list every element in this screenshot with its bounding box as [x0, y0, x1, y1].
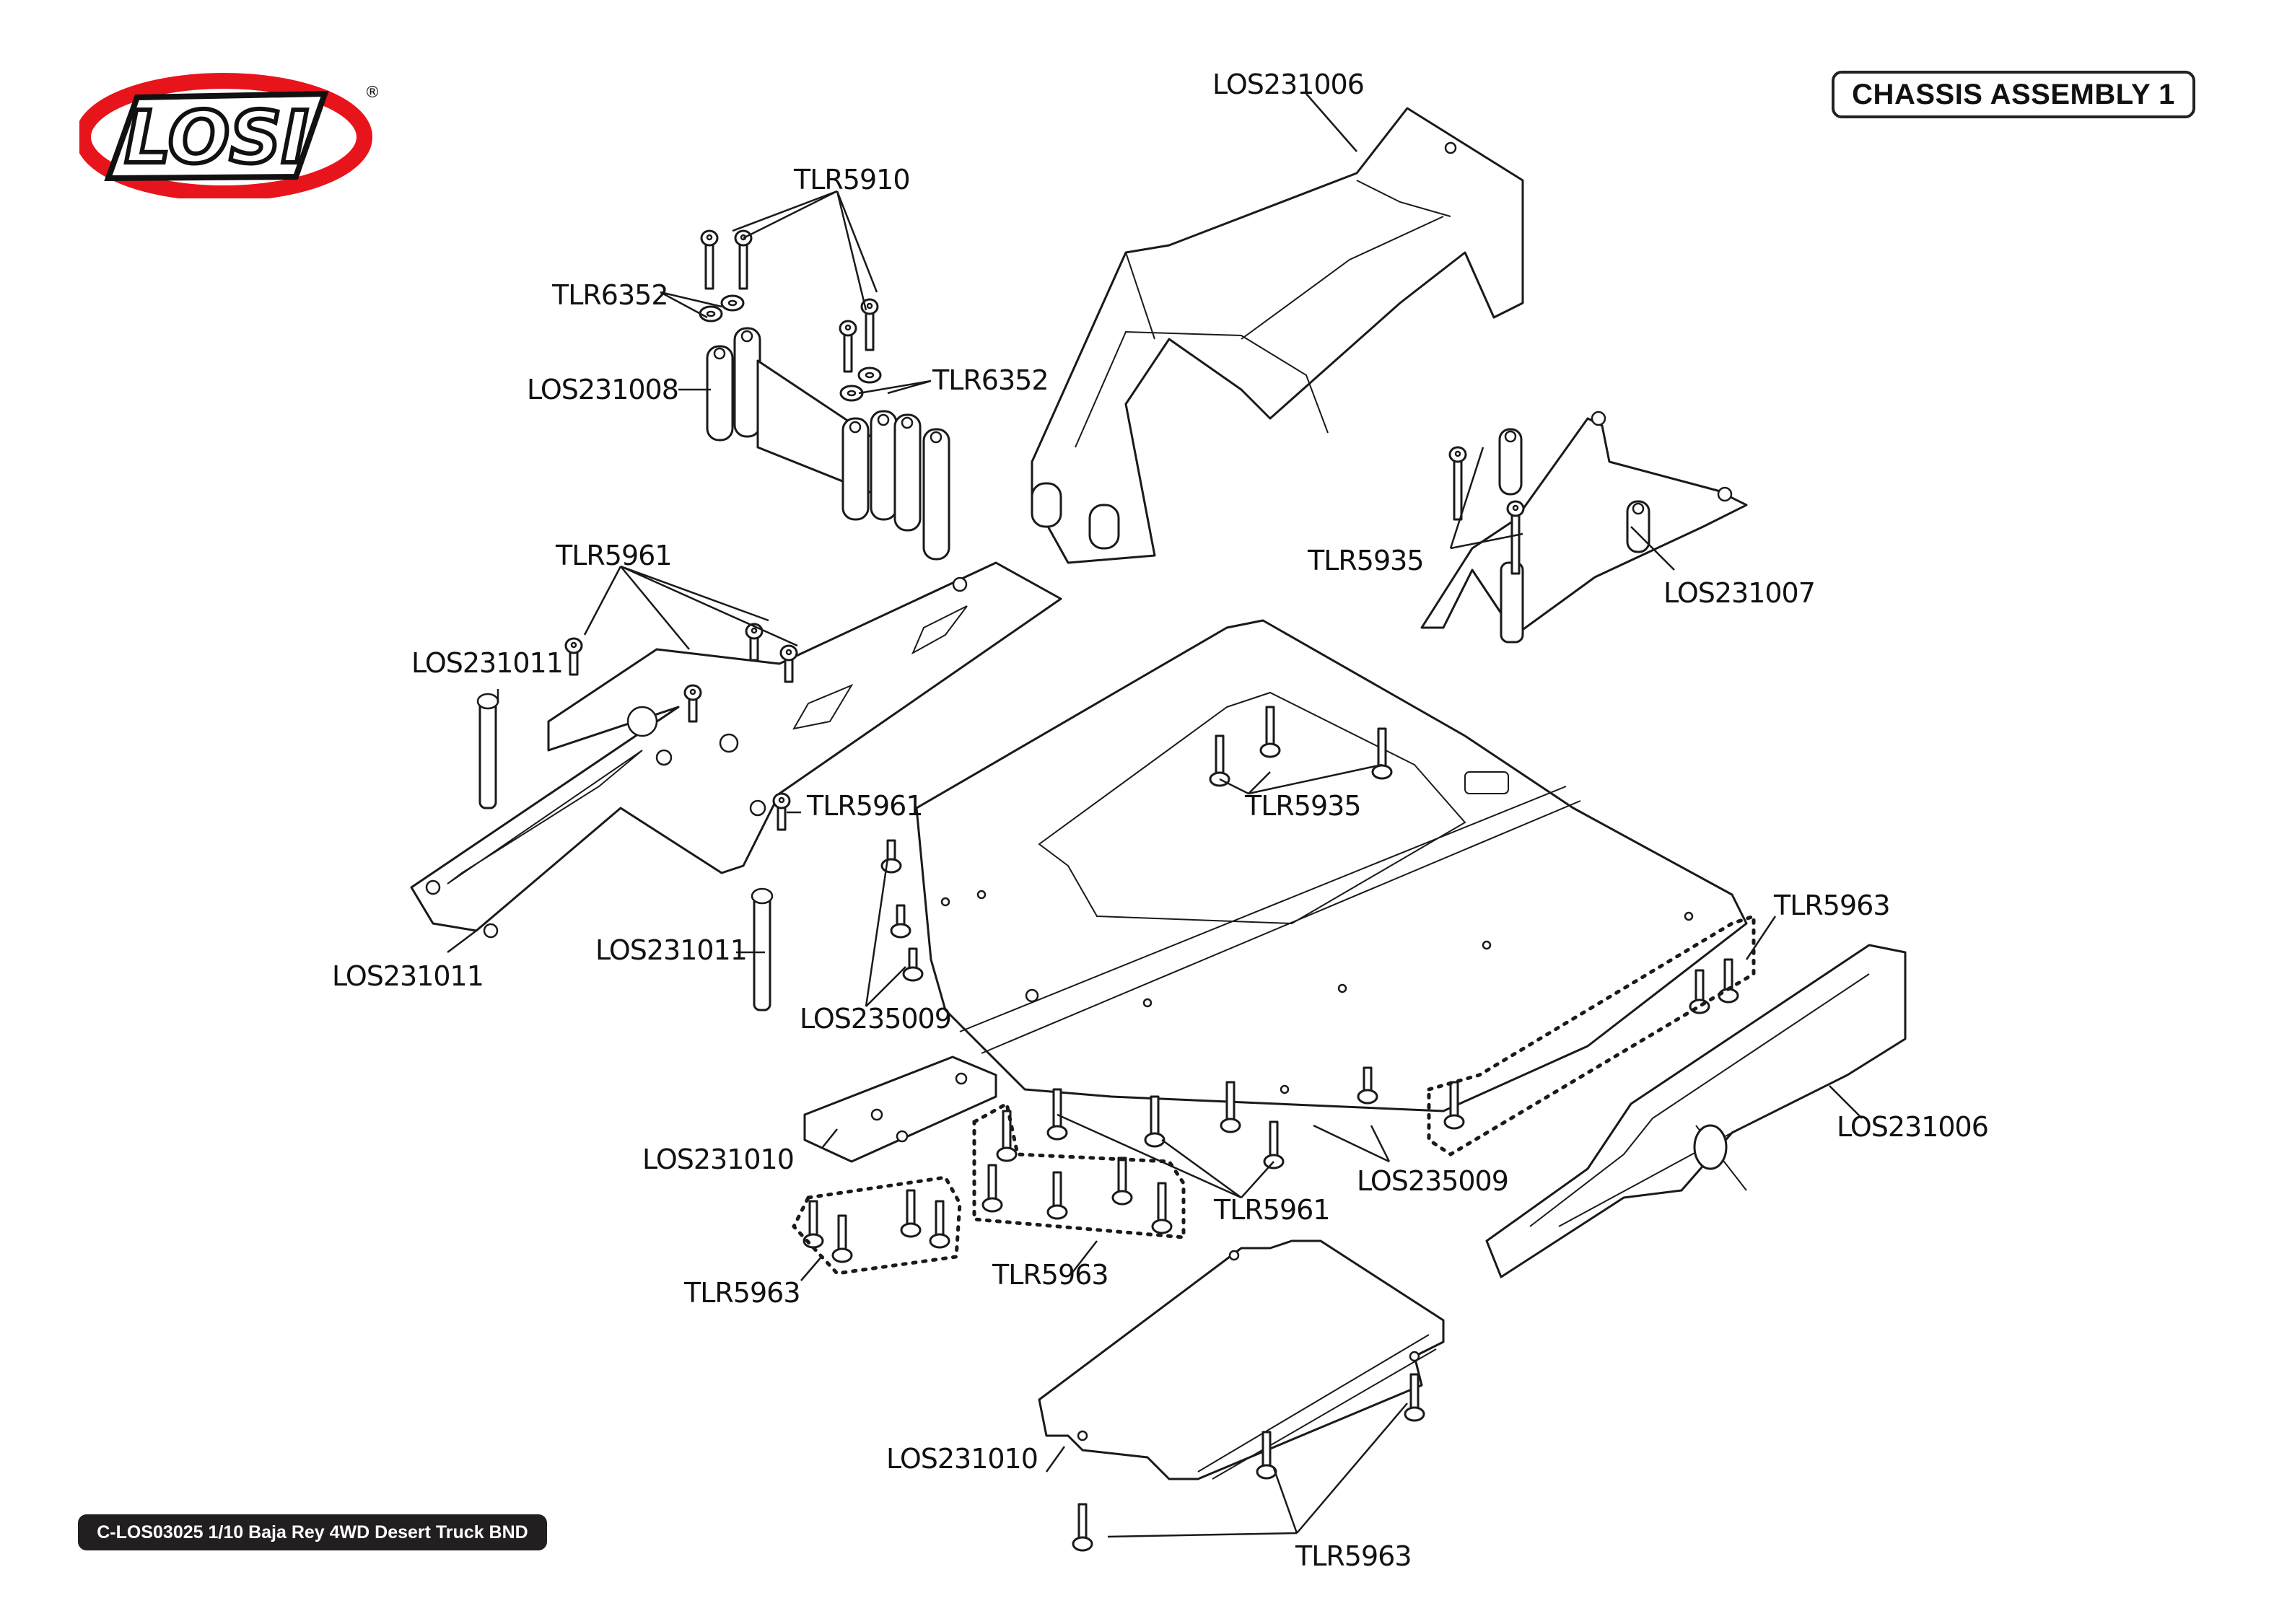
part-los231011-post-right[interactable]: [751, 887, 774, 1011]
callout-labels: LOS231006 TLR5910 TLR6352 TLR6352 LOS231…: [332, 69, 1989, 1572]
screw-tlr5963: [831, 1214, 853, 1263]
callout-tlr5910: TLR5910: [793, 164, 910, 196]
screw-tlr5961: [1144, 1095, 1166, 1148]
screw-tlr5961: [772, 792, 791, 831]
callout-los231007: LOS231007: [1663, 577, 1815, 609]
washer-tlr6352: [720, 294, 745, 312]
group-outline-los235009: [1427, 913, 1756, 1156]
callout-tlr5963-right: TLR5963: [1773, 890, 1890, 921]
callout-tlr5961-mid: TLR5961: [806, 790, 923, 822]
screw-tlr5963: [900, 1189, 922, 1238]
screw-tlr5935: [1259, 706, 1281, 758]
screw-group: [564, 229, 1739, 1552]
screw-los235009: [902, 947, 924, 982]
screw-tlr5963: [1151, 1182, 1173, 1234]
screw-los235009: [880, 839, 902, 874]
screw-tlr5910: [839, 320, 857, 373]
callout-los231011-plate: LOS231011: [332, 960, 484, 992]
screw-tlr5910: [860, 298, 879, 351]
part-los231008-post-mount[interactable]: [706, 327, 950, 561]
losi-logo: LOSI ®: [75, 69, 382, 201]
logo-ring: [75, 73, 372, 201]
callout-los231011-post: LOS231011: [411, 647, 563, 679]
part-los231006-upper-brace[interactable]: [1031, 107, 1524, 564]
screw-tlr5961: [564, 637, 583, 676]
part-los231010-battery-tray[interactable]: [1038, 1239, 1445, 1480]
callout-tlr5961-lower: TLR5961: [1213, 1194, 1330, 1226]
screw-tlr5935: [1506, 500, 1525, 575]
screw-tlr5963: [1718, 958, 1739, 1004]
callout-los231006-top: LOS231006: [1212, 69, 1364, 100]
group-outline-tlr5963-center: [972, 1101, 1186, 1239]
logo-plate: [104, 90, 329, 182]
callout-tlr5963-center: TLR5963: [992, 1259, 1108, 1291]
callout-los231008: LOS231008: [527, 374, 678, 405]
screw-tlr5961: [1220, 1081, 1241, 1133]
screw-tlr5935: [1448, 446, 1467, 521]
part-main-chassis-plate[interactable]: [915, 619, 1748, 1112]
part-los231011-brace-plate[interactable]: [410, 561, 1062, 939]
callout-los231010-skid: LOS231010: [642, 1144, 794, 1175]
screw-los235009: [890, 904, 911, 939]
screw-tlr5910: [700, 229, 719, 290]
part-los231006-side-rail[interactable]: [1485, 944, 1907, 1278]
registered-mark: ®: [364, 84, 380, 102]
callout-los231006-rail: LOS231006: [1837, 1111, 1988, 1143]
model-footer-label: C-LOS03025 1/10 Baja Rey 4WD Desert Truc…: [97, 1522, 528, 1542]
screw-tlr5963: [1443, 1081, 1465, 1130]
washer-tlr6352: [699, 305, 723, 322]
screw-tlr5961: [1046, 1088, 1068, 1141]
screw-tlr5961: [1263, 1120, 1285, 1169]
callout-tlr5963-left: TLR5963: [683, 1277, 800, 1309]
callout-tlr5935-chassis: TLR5935: [1244, 790, 1361, 822]
callout-tlr6352-right: TLR6352: [932, 364, 1049, 396]
screw-los235009: [1357, 1066, 1378, 1105]
screw-tlr5963: [1256, 1431, 1277, 1480]
screw-tlr5963: [1046, 1171, 1068, 1220]
callout-los235009-left: LOS235009: [800, 1003, 951, 1035]
callout-tlr6352-left: TLR6352: [551, 279, 668, 311]
logo-graphic: LOSI ®: [75, 73, 380, 201]
screw-tlr5963: [929, 1200, 950, 1249]
screw-tlr5963: [1404, 1373, 1425, 1422]
callout-tlr5935-upper: TLR5935: [1307, 545, 1424, 576]
part-los231011-post-left[interactable]: [476, 693, 499, 809]
screw-tlr5961: [683, 684, 702, 723]
callout-los231010-tray: LOS231010: [886, 1443, 1038, 1475]
callout-tlr5961-upper: TLR5961: [555, 540, 672, 571]
callout-tlr5963-bottom: TLR5963: [1295, 1540, 1412, 1572]
logo-text: LOSI: [125, 95, 308, 180]
page-title: CHASSIS ASSEMBLY 1: [1852, 78, 2175, 110]
screw-tlr5963: [1072, 1503, 1093, 1552]
part-los231010-skid-plate[interactable]: [803, 1055, 997, 1163]
callout-los231011-post-lower: LOS231011: [595, 934, 747, 966]
leader-lines: [447, 93, 1863, 1538]
screw-tlr5963: [1111, 1156, 1133, 1206]
model-footer-badge: C-LOS03025 1/10 Baja Rey 4WD Desert Truc…: [78, 1514, 547, 1550]
screw-tlr5910: [734, 229, 753, 290]
screw-tlr5963: [981, 1164, 1003, 1213]
screw-tlr5961: [779, 644, 798, 683]
washer-tlr6352: [857, 367, 882, 384]
screw-tlr5963: [1689, 969, 1710, 1014]
group-outline-tlr5963-left: [791, 1175, 962, 1276]
page-title-box: CHASSIS ASSEMBLY 1: [1832, 71, 2195, 118]
callout-los235009-right: LOS235009: [1357, 1165, 1508, 1197]
